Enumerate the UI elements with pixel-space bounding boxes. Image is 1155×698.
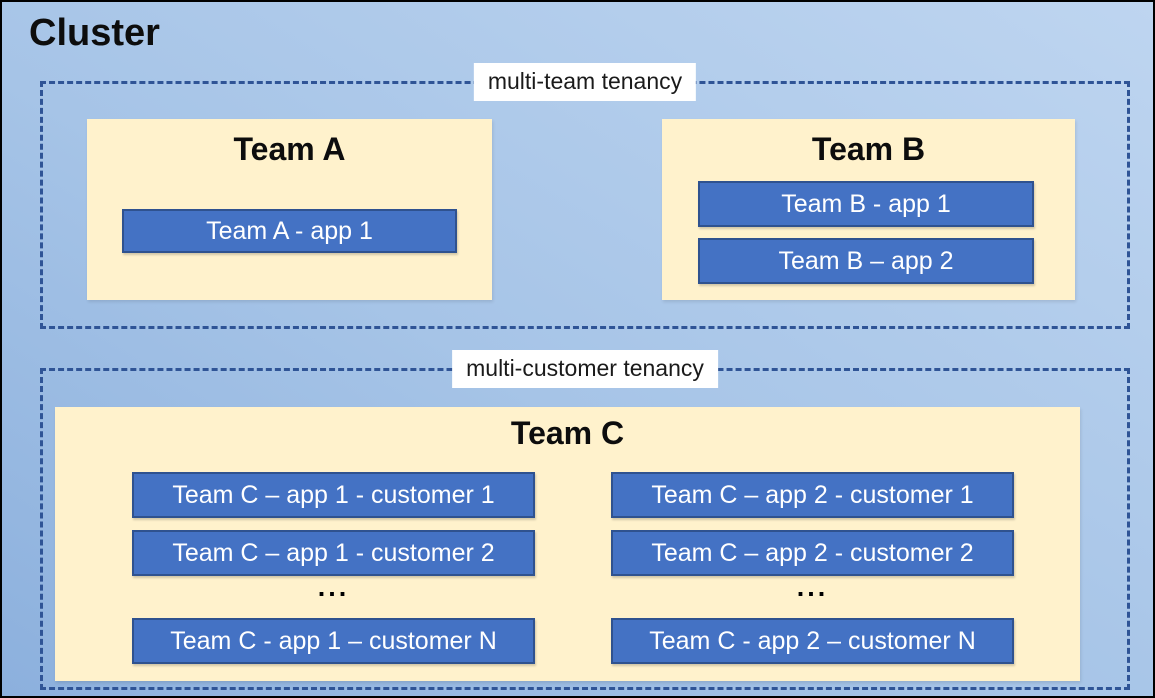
cluster-title: Cluster xyxy=(29,12,160,54)
team-c-app-1-customer-1-box: Team C – app 1 - customer 1 xyxy=(132,472,535,518)
team-c-app-2-customer-1-box: Team C – app 2 - customer 1 xyxy=(611,472,1014,518)
team-c-app-2-customer-2-box: Team C – app 2 - customer 2 xyxy=(611,530,1014,576)
team-c-panel: Team C Team C – app 1 - customer 1 Team … xyxy=(55,407,1080,681)
multi-team-tenancy-label: multi-team tenancy xyxy=(473,63,697,101)
team-a-title: Team A xyxy=(233,131,346,167)
team-b-panel: Team B Team B - app 1 Team B – app 2 xyxy=(662,119,1075,300)
team-c-app-1-customer-n-box: Team C - app 1 – customer N xyxy=(132,618,535,664)
multi-customer-tenancy-group: multi-customer tenancy Team C Team C – a… xyxy=(40,350,1130,690)
multi-customer-tenancy-label: multi-customer tenancy xyxy=(452,350,718,388)
team-c-app-2-ellipsis: ... xyxy=(796,572,829,602)
team-c-app-2-column: Team C – app 2 - customer 1 Team C – app… xyxy=(611,472,1014,667)
team-b-app-1-box: Team B - app 1 xyxy=(698,181,1034,227)
team-c-app-1-customer-2-box: Team C – app 1 - customer 2 xyxy=(132,530,535,576)
team-a-app-1-box: Team A - app 1 xyxy=(122,209,457,253)
team-a-panel: Team A Team A - app 1 xyxy=(87,119,492,300)
team-c-title: Team C xyxy=(510,415,625,451)
team-c-app-1-column: Team C – app 1 - customer 1 Team C – app… xyxy=(132,472,535,667)
team-b-title: Team B xyxy=(811,131,926,167)
team-b-app-2-box: Team B – app 2 xyxy=(698,238,1034,284)
team-c-app-2-customer-n-box: Team C - app 2 – customer N xyxy=(611,618,1014,664)
multi-team-tenancy-group: multi-team tenancy Team A Team A - app 1… xyxy=(40,63,1130,329)
team-c-app-1-ellipsis: ... xyxy=(317,572,350,602)
